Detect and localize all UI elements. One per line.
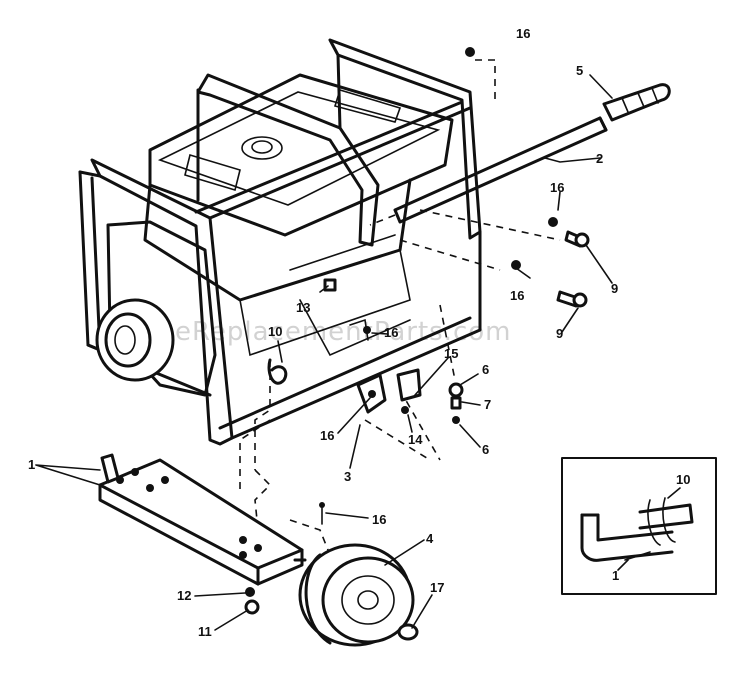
- callout-12: 12: [177, 588, 191, 603]
- callout-7: 7: [484, 397, 491, 412]
- hardware: [267, 47, 590, 525]
- callout-9-upper: 9: [611, 281, 618, 296]
- callout-10-inset: 10: [676, 472, 690, 487]
- engine-assembly: [95, 73, 454, 397]
- callout-11: 11: [198, 624, 212, 639]
- callout-4: 4: [426, 531, 434, 546]
- axle-bar: [98, 453, 307, 586]
- leader-lines: [239, 59, 561, 556]
- callout-17: 17: [430, 580, 444, 595]
- detail-inset: [561, 457, 717, 595]
- callout-13: 13: [296, 300, 310, 315]
- callout-10: 10: [268, 324, 282, 339]
- callout-2: 2: [596, 151, 603, 166]
- callout-16-right: 16: [550, 180, 564, 195]
- callout-16-top: 16: [516, 26, 530, 41]
- callout-16-mid: 16: [510, 288, 524, 303]
- callout-14: 14: [408, 432, 423, 447]
- callout-16-bracket: 16: [320, 428, 334, 443]
- callout-1: 1: [28, 457, 35, 472]
- callout-5: 5: [576, 63, 583, 78]
- callout-9-lower: 9: [556, 326, 563, 341]
- handle-assembly: [369, 83, 671, 226]
- callout-3: 3: [344, 469, 351, 484]
- callout-1-inset: 1: [612, 568, 619, 583]
- callout-16-center: 16: [384, 325, 398, 340]
- callout-labels: 1 2 3 4 5 6 6 7 9 9 10 11 12 13 14 15 16…: [28, 26, 690, 639]
- wheel: [244, 543, 419, 647]
- callout-16-bolt: 16: [372, 512, 386, 527]
- callout-6-lower: 6: [482, 442, 489, 457]
- callout-leaders: [35, 74, 629, 631]
- callout-6-upper: 6: [482, 362, 489, 377]
- callout-15: 15: [444, 346, 458, 361]
